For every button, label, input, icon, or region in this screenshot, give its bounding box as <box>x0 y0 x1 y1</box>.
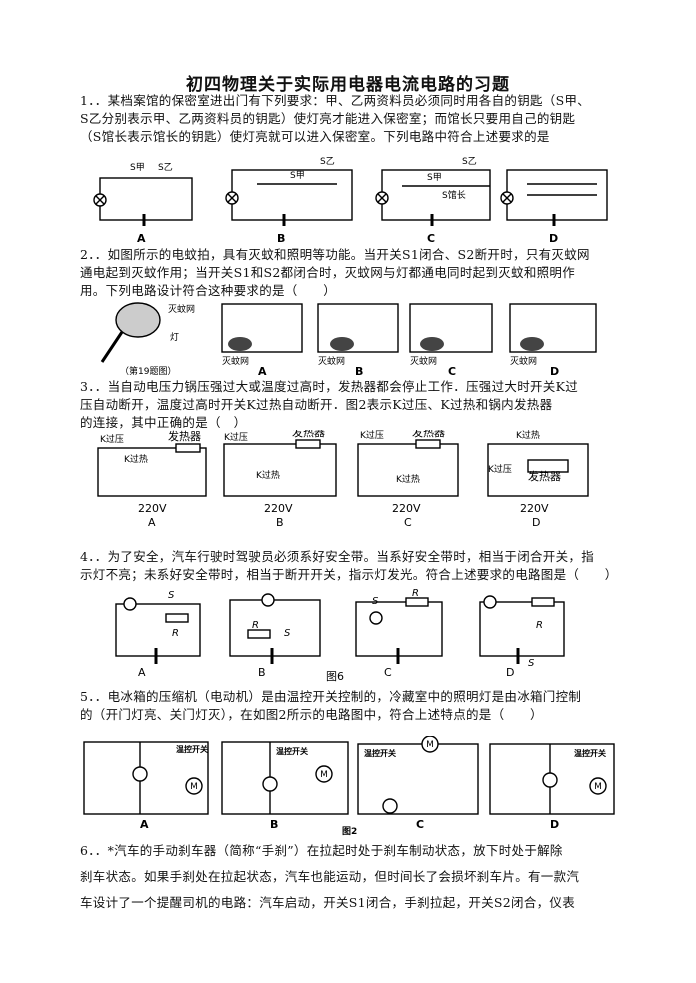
figure-caption: 图6 <box>326 670 344 683</box>
switch-label: K过压 <box>488 463 512 475</box>
switch-label: S馆长 <box>442 189 466 201</box>
option-label: B <box>355 365 363 376</box>
motor-label: M <box>190 782 198 792</box>
switch-label: K过热 <box>396 473 420 485</box>
option-label: A <box>140 818 149 831</box>
net-label: 灭蚊网 <box>318 355 345 367</box>
switch-label: K过压 <box>100 433 124 445</box>
question-line: 4．．为了安全，汽车行驶时驾驶员必须系好安全带。当系好安全带时，相当于闭合开关，… <box>80 549 595 564</box>
motor-label: M <box>320 770 328 780</box>
switch-label: S乙 <box>320 156 335 167</box>
question-line: 6．．*汽车的手动刹车器（简称“手刹”）在拉起时处于刹车制动状态，放下时处于解除 <box>80 843 563 858</box>
question-line: 刹车状态。如果手刹处在拉起状态，汽车也能运动，但时间长了会损坏刹车片。有一款汽 <box>80 869 580 884</box>
option-label: B <box>270 818 278 831</box>
temp-switch-label: 温控开关 <box>574 748 606 758</box>
switch-label: S <box>284 628 291 639</box>
motor-label: M <box>426 740 434 750</box>
net-label: 灭蚊网 <box>168 303 195 315</box>
option-label: D <box>550 365 559 376</box>
net-label: 灭蚊网 <box>410 355 437 367</box>
heater-label: 发热器 <box>528 469 561 483</box>
option-label: B <box>276 516 284 529</box>
question-line: 压自动断开，温度过高时开关K过热自动断开．图2表示K过压、K过热和锅内发热器 <box>80 397 553 412</box>
option-label: A <box>137 232 146 245</box>
option-label: A <box>148 516 156 529</box>
question-line: 示灯不亮；未系好安全带时，相当于断开开关，指示灯发光。符合上述要求的电路图是（ … <box>80 567 618 582</box>
option-label: C <box>448 365 456 376</box>
switch-label: K过热 <box>124 453 148 465</box>
option-label: D <box>506 666 514 679</box>
option-label: A <box>258 365 267 376</box>
question-line: 3．．当自动电压力锅压强过大或温度过高时，发热器都会停止工作．压强过大时开关K过 <box>80 379 579 394</box>
question-4: 4．．为了安全，汽车行驶时驾驶员必须系好安全带。当系好安全带时，相当于闭合开关，… <box>80 548 625 584</box>
question-line: 用。下列电路设计符合这种要求的是（ ） <box>80 283 337 298</box>
option-label: D <box>550 818 559 831</box>
voltage-label: 220V <box>264 502 293 515</box>
temp-switch-label: 温控开关 <box>176 744 208 754</box>
motor-label: M <box>594 782 602 792</box>
question-5: 5．．电冰箱的压缩机（电动机）是由温控开关控制的，冷藏室中的照明灯是由冰箱门控制… <box>80 688 625 724</box>
lamp-label: 灯 <box>170 332 179 343</box>
temp-switch-label: 温控开关 <box>364 748 396 758</box>
q1-circuit-figure: S甲 S乙 S甲 S乙 S甲 S乙 S馆长 A B C D <box>93 156 608 245</box>
voltage-label: 220V <box>392 502 421 515</box>
net-label: 灭蚊网 <box>510 355 537 367</box>
heater-label: 发热器 <box>168 430 201 443</box>
option-label: D <box>549 232 558 245</box>
switch-label: S乙 <box>158 162 173 173</box>
switch-label: S甲 <box>427 172 442 183</box>
question-3: 3．．当自动电压力锅压强过大或温度过高时，发热器都会停止工作．压强过大时开关K过… <box>80 378 625 432</box>
switch-label: K过热 <box>256 469 280 481</box>
option-label: C <box>427 232 435 245</box>
question-line: 通电起到灭蚊作用；当开关S1和S2都闭合时，灭蚊网与灯都通电同时起到灭蚊和照明作 <box>80 265 576 280</box>
switch-label: S <box>528 658 535 669</box>
question-line: 5．．电冰箱的压缩机（电动机）是由温控开关控制的，冷藏室中的照明灯是由冰箱门控制 <box>80 689 582 704</box>
question-line: 的（开门灯亮、关门灯灭），在如图2所示的电路图中，符合上述特点的是（ ） <box>80 707 543 722</box>
option-label: B <box>258 666 266 679</box>
heater-label: 发热器 <box>292 430 325 439</box>
question-2: 2．．如图所示的电蚊拍，具有灭蚊和照明等功能。当开关S1闭合、S2断开时，只有灭… <box>80 246 625 300</box>
option-label: A <box>138 666 146 679</box>
option-label: C <box>416 818 424 831</box>
question-line: 车设计了一个提醒司机的电路：汽车启动，开关S1闭合，手刹拉起，开关S2闭合，仪表 <box>80 895 576 910</box>
voltage-label: 220V <box>520 502 549 515</box>
heater-label: 发热器 <box>412 430 445 439</box>
question-line: 1．．某档案馆的保密室进出门有下列要求：甲、乙两资料员必须同时用各自的钥匙（S甲… <box>80 93 591 108</box>
option-label: B <box>277 232 285 245</box>
page-title: 初四物理关于实际用电器电流电路的习题 <box>186 75 510 95</box>
q2-circuit-figure: 灭蚊网 灯 （第19题图） 灭蚊网 灭蚊网 灭蚊网 灭蚊网 A B C D <box>100 302 597 376</box>
switch-label: S甲 <box>130 162 145 173</box>
voltage-label: 220V <box>138 502 167 515</box>
net-label: 灭蚊网 <box>222 355 249 367</box>
question-line: （S馆长表示馆长的钥匙）使灯亮就可以进入保密室。下列电路中符合上述要求的是 <box>80 129 550 144</box>
resistor-label: R <box>536 620 543 631</box>
switch-label: S甲 <box>290 170 305 181</box>
resistor-label: R <box>172 628 179 639</box>
option-label: D <box>532 516 540 529</box>
switch-label: K过热 <box>516 430 540 441</box>
figure-caption: （第19题图） <box>120 365 176 376</box>
q3-circuit-figure: K过压 K过热 发热器 K过压 K过热 发热器 K过压 K过热 发热器 K过热 … <box>97 430 589 529</box>
question-line: 2．．如图所示的电蚊拍，具有灭蚊和照明等功能。当开关S1闭合、S2断开时，只有灭… <box>80 247 590 262</box>
switch-label: S乙 <box>462 156 477 167</box>
switch-label: S <box>168 590 175 601</box>
option-label: C <box>384 666 392 679</box>
question-6: 6．．*汽车的手动刹车器（简称“手刹”）在拉起时处于刹车制动状态，放下时处于解除… <box>80 838 625 916</box>
question-line: S乙分别表示甲、乙两资料员的钥匙）使灯亮才能进入保密室；而馆长只要用自己的钥匙 <box>80 111 576 126</box>
question-1: 1．．某档案馆的保密室进出门有下列要求：甲、乙两资料员必须同时用各自的钥匙（S甲… <box>80 92 625 146</box>
q5-circuit-figure: M M M M 温控开关 温控开关 温控开关 温控开关 A B C D 图2 <box>83 736 615 836</box>
q4-circuit-figure: S R S R S R R S A B C D 图6 <box>115 588 565 683</box>
option-label: C <box>404 516 412 529</box>
question-line: 的连接，其中正确的是（ ） <box>80 415 247 430</box>
switch-label: K过压 <box>360 430 384 441</box>
figure-caption: 图2 <box>342 826 357 836</box>
switch-label: S <box>372 596 379 607</box>
switch-label: K过压 <box>224 431 248 443</box>
resistor-label: R <box>412 588 419 599</box>
resistor-label: R <box>252 620 259 631</box>
temp-switch-label: 温控开关 <box>276 746 308 756</box>
